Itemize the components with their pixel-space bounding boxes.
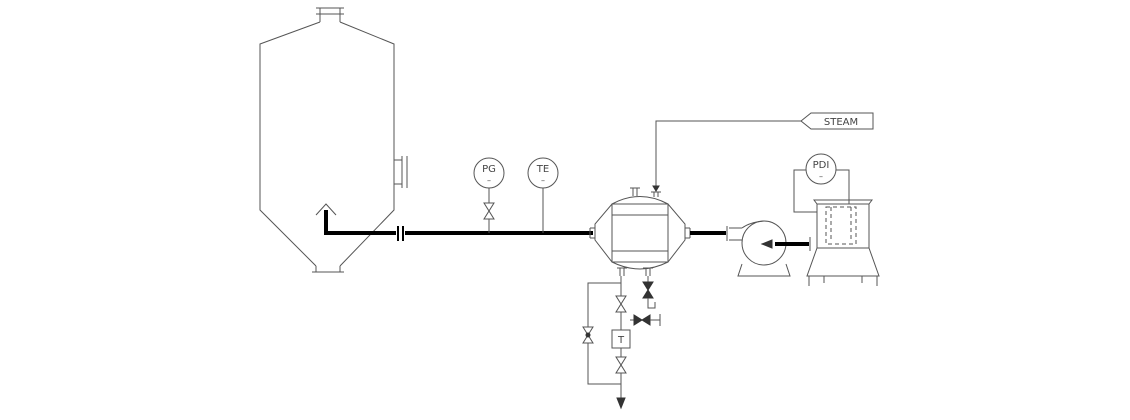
vent-valve xyxy=(642,281,654,291)
pdi-tag: PDI xyxy=(813,160,830,171)
temperature-element-instrument: TE – xyxy=(527,157,559,233)
pdi-bubble xyxy=(805,153,837,185)
steam-supply: STEAM xyxy=(652,112,874,192)
te-tag: TE xyxy=(536,164,549,175)
steam-trap xyxy=(611,329,631,349)
main-process-line xyxy=(324,210,593,241)
steam-label: STEAM xyxy=(824,117,858,128)
silo-vessel xyxy=(259,7,408,273)
pdi-sub: – xyxy=(819,172,823,181)
pg-sub: – xyxy=(487,176,491,185)
pg-bubble xyxy=(473,157,505,189)
drain-arrow xyxy=(616,397,626,410)
pg-tag: PG xyxy=(482,164,496,175)
trap-label: T xyxy=(617,335,625,346)
blower-fan xyxy=(729,220,811,277)
steam-tag-box xyxy=(800,112,874,130)
te-sub: – xyxy=(541,176,545,185)
differential-pressure-instrument: PDI – xyxy=(793,153,850,213)
heat-exchanger xyxy=(589,187,691,276)
drain-valve-lower xyxy=(615,356,627,374)
pressure-gauge-instrument: PG – xyxy=(473,157,505,233)
drain-valve-upper xyxy=(615,295,627,313)
condensate-drain-assembly: T xyxy=(582,276,661,410)
filter-unit xyxy=(806,199,880,286)
te-bubble xyxy=(527,157,559,189)
